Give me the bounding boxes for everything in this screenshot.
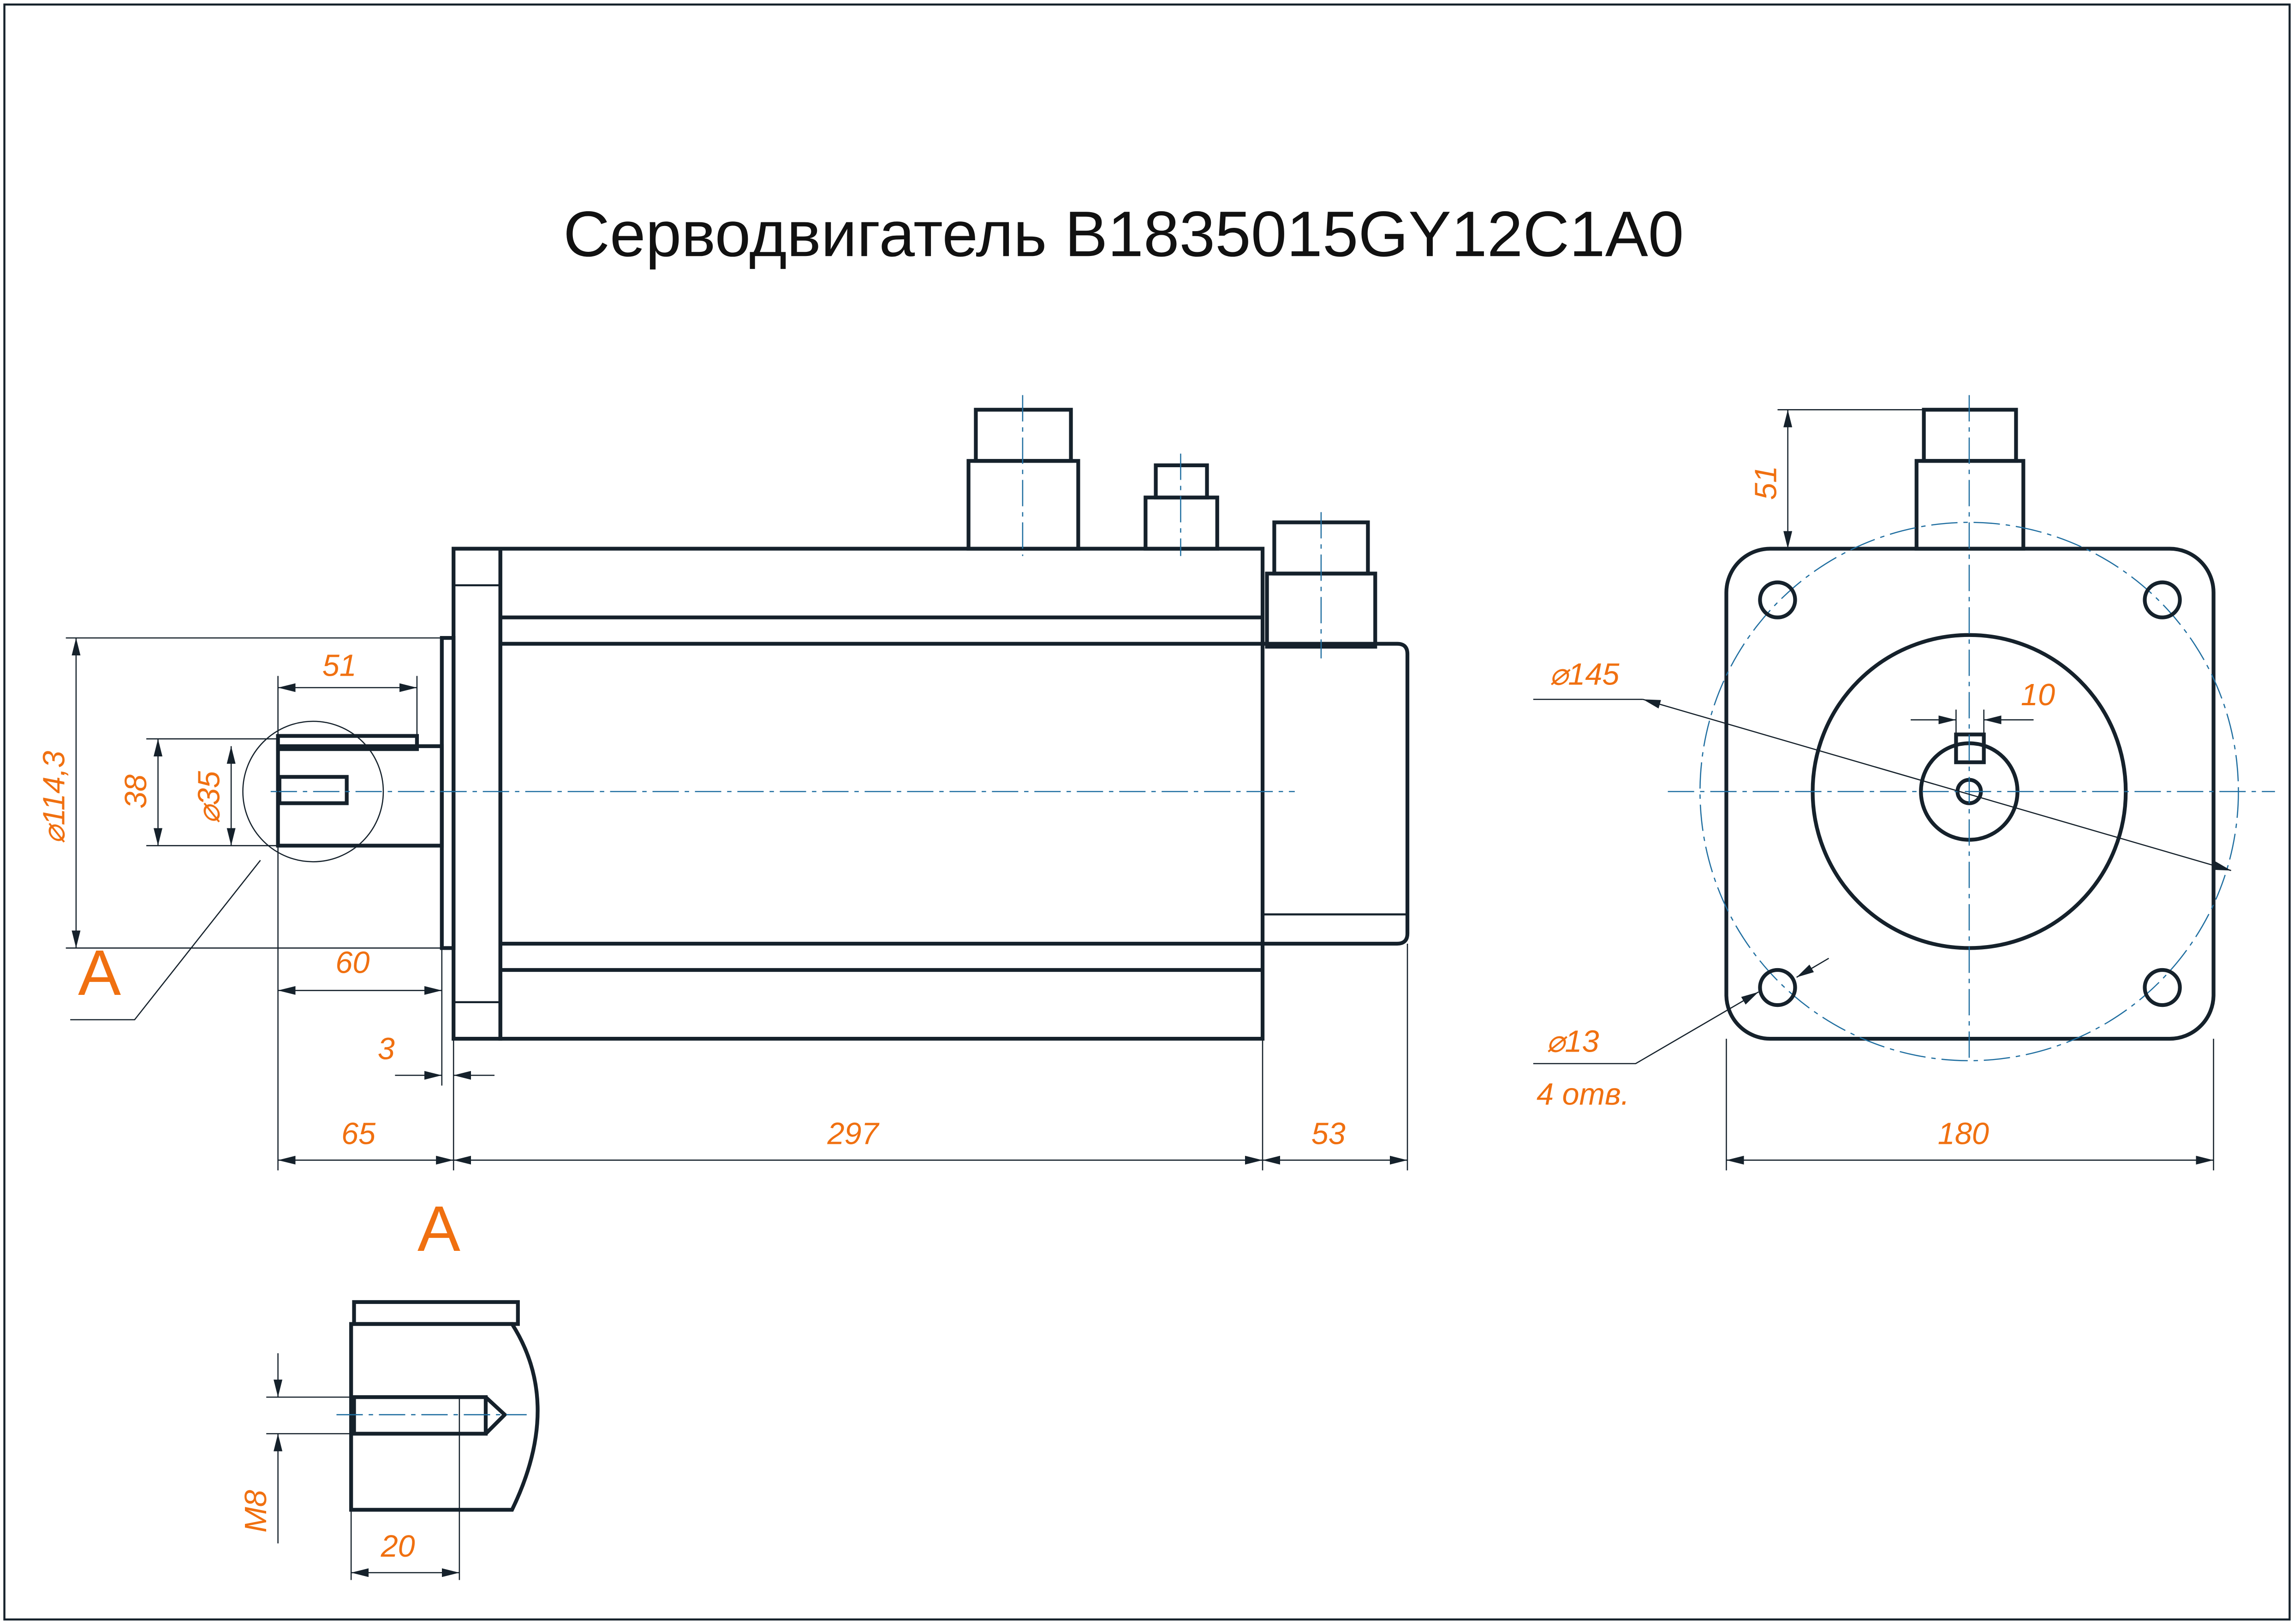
dim-pilot: 3: [378, 1032, 395, 1066]
detail-a-label: A: [417, 1193, 460, 1265]
side-view: [70, 395, 1410, 1041]
dim-flange-dia: ⌀114,3: [37, 751, 72, 844]
flange-plate: [1724, 547, 2216, 1041]
dim-body: 297: [827, 1117, 880, 1151]
dim-key-height: 38: [119, 774, 153, 809]
dim-key-length: 51: [322, 649, 357, 683]
drawing-title: Серводвигатель B1835015GY12C1A0: [563, 198, 1684, 270]
dim-shaft-length: 60: [335, 946, 369, 980]
thread-depth: 20: [381, 1529, 415, 1564]
dim-rear: 53: [1311, 1117, 1346, 1151]
dim-key-width: 10: [2021, 678, 2055, 712]
flange: [452, 547, 502, 1041]
thread-size: M8: [239, 1490, 273, 1533]
connector-top: [1922, 408, 2018, 463]
front-dimensions: 51 ⌀145 10 ⌀13 4 отв. 180: [1533, 409, 2231, 1171]
dim-shaft-dia: ⌀35: [192, 771, 226, 824]
key-slot: [1954, 732, 1986, 764]
mounting-holes: [1758, 580, 2182, 1007]
dim-hole-dia: ⌀13: [1546, 1025, 1599, 1059]
detail-circle: [242, 720, 384, 863]
dim-front: 65: [341, 1117, 376, 1151]
motor-body: [498, 547, 1265, 1041]
section-label-a: A: [78, 937, 121, 1009]
threaded-hole: [352, 1395, 488, 1436]
drawing-border: [3, 3, 2291, 1621]
side-dimensions: ⌀114,3 38 ⌀35 51 60 3 65 297 53 A: [37, 637, 1408, 1171]
shaft: [276, 744, 444, 848]
dim-connector-height: 51: [1749, 466, 1783, 500]
hole-count: 4 отв.: [1537, 1077, 1629, 1112]
power-connector: [966, 395, 1080, 556]
encoder-connector: [1144, 453, 1219, 556]
rear-cap: [1263, 642, 1410, 946]
brake-connector: [1265, 512, 1377, 659]
detail-a: A M8 20: [239, 1193, 540, 1580]
dim-flange-width: 180: [1938, 1117, 1989, 1151]
dim-bolt-circle: ⌀145: [1549, 658, 1620, 692]
